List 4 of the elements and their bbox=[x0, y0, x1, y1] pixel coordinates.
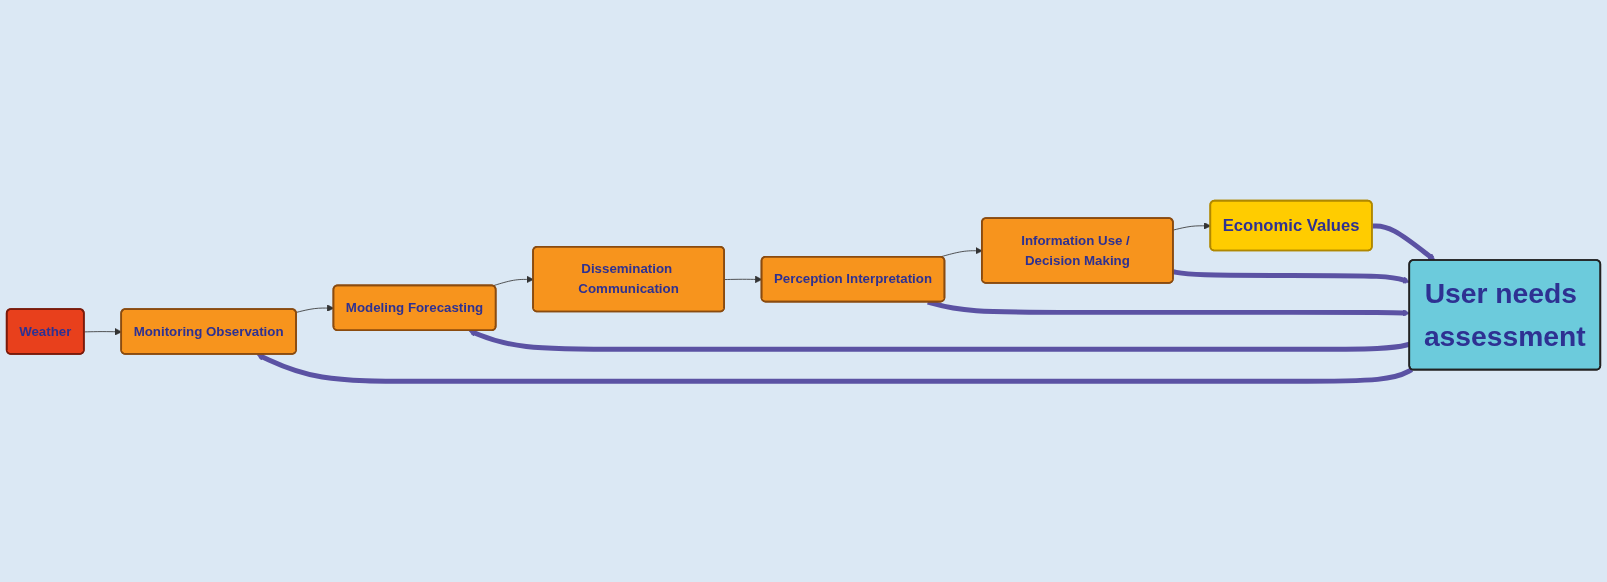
arrow bbox=[1372, 223, 1436, 261]
arrow bbox=[256, 353, 1413, 384]
arrow bbox=[1172, 269, 1410, 284]
arrow bbox=[927, 299, 1410, 317]
